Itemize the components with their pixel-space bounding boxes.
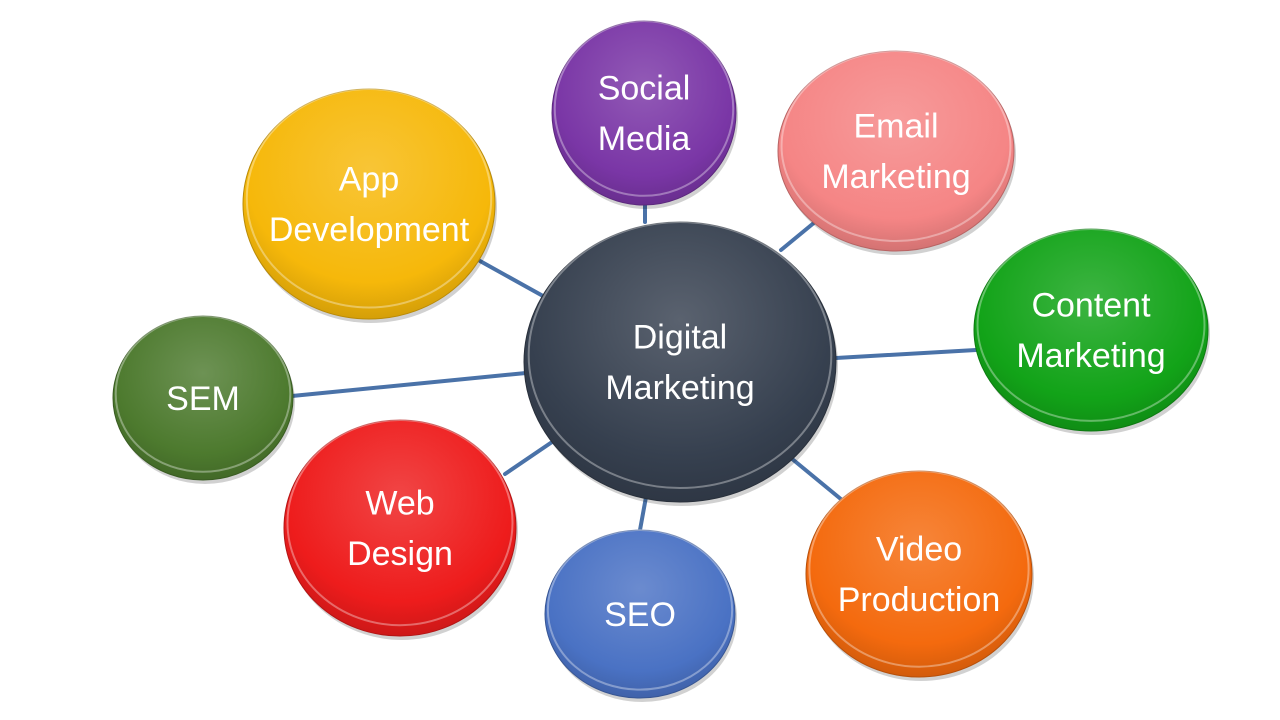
center-digital-marketing-label-line: Marketing (605, 369, 754, 407)
node-video-production-label-line: Video (876, 531, 962, 569)
node-content-marketing-circle (973, 228, 1209, 432)
center-digital-marketing-circle (523, 221, 837, 503)
node-sem: SEM (112, 315, 295, 484)
node-email-marketing-label-line: Email (853, 108, 938, 146)
node-app-development-label-line: Development (269, 211, 470, 249)
node-sem-label-line: SEM (166, 380, 240, 418)
center-digital-marketing-bevel (527, 221, 833, 489)
connector-seo (638, 495, 648, 532)
connector-web-design (503, 438, 557, 476)
node-seo: SEO (544, 529, 737, 702)
node-video-production-label-line: Production (838, 581, 1001, 619)
connector-sem (290, 371, 528, 398)
node-seo-circle (544, 529, 736, 699)
node-app-development-circle (242, 88, 496, 320)
connector-app-development (478, 259, 545, 298)
connector-content-marketing (834, 348, 978, 360)
node-app-development-label-line: App (339, 161, 400, 199)
node-content-marketing-label-line: Marketing (1016, 337, 1165, 375)
node-web-design-label-line: Web (365, 485, 434, 523)
node-seo-bevel (546, 529, 734, 691)
node-email-marketing-label-line: Marketing (821, 158, 970, 196)
node-social-media-label-line: Social (598, 70, 691, 108)
node-social-media-label-line: Media (598, 120, 691, 158)
node-sem-circle (112, 315, 294, 481)
connector-email-marketing (779, 220, 817, 252)
node-video-production-circle (805, 470, 1033, 678)
node-web-design-bevel (286, 418, 514, 627)
connector-video-production (789, 456, 844, 502)
node-email-marketing-bevel (780, 50, 1012, 242)
node-sem-bevel (114, 315, 292, 473)
node-video-production-bevel (808, 469, 1030, 668)
node-content-marketing-label-line: Content (1031, 287, 1151, 325)
node-seo-label-line: SEO (604, 596, 676, 634)
node-social-media-circle (551, 20, 737, 206)
node-web-design-label-line: Design (347, 535, 453, 573)
center-digital-marketing-label-line: Digital (633, 319, 727, 357)
node-content-marketing-bevel (976, 228, 1206, 422)
node-web-design-circle (283, 419, 517, 637)
node-email-marketing-circle (777, 50, 1015, 252)
node-app-development-bevel (245, 88, 493, 309)
connectors (290, 198, 978, 532)
node-social-media-bevel (553, 20, 735, 197)
